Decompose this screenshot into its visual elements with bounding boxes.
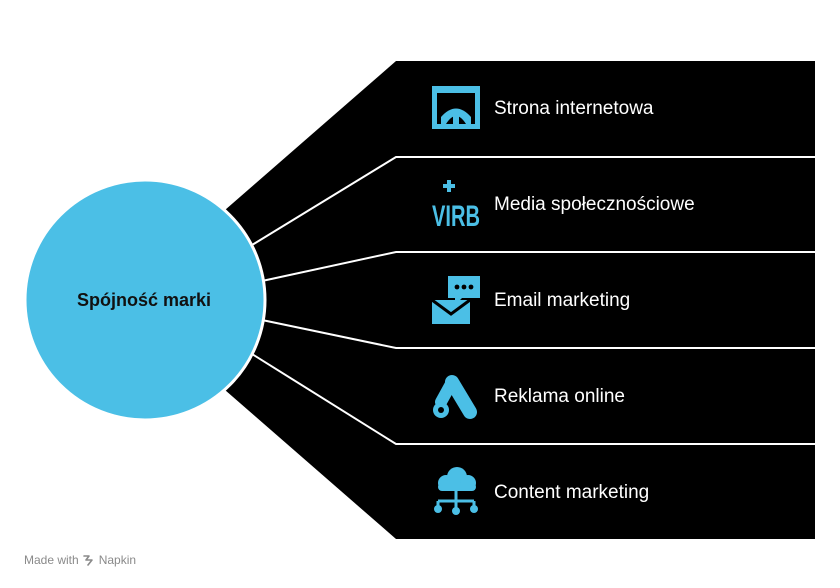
napkin-watermark[interactable]: Made with Napkin <box>24 553 136 567</box>
item-label-content-marketing: Content marketing <box>494 482 649 503</box>
fan-panel <box>225 61 815 539</box>
watermark-brand: Napkin <box>98 553 137 567</box>
item-label-social-media: Media społecznościowe <box>494 194 695 215</box>
item-label-website: Strona internetowa <box>494 98 654 119</box>
divider-4 <box>251 353 815 445</box>
segment-dividers <box>251 156 815 445</box>
virb-logo-icon: VIRB <box>432 180 480 233</box>
item-label-online-ads: Reklama online <box>494 386 625 407</box>
divider-3 <box>261 319 815 349</box>
website-icon <box>432 86 480 129</box>
watermark-prefix: Made with <box>24 553 79 567</box>
divider-2 <box>261 251 815 282</box>
cloud-network-icon <box>434 467 478 515</box>
item-label-email: Email marketing <box>494 290 630 311</box>
divider-1 <box>251 156 815 246</box>
center-label: Spójność marki <box>77 290 211 310</box>
google-ads-icon <box>433 375 477 419</box>
center-circle <box>23 178 267 422</box>
napkin-logo-icon <box>82 554 95 566</box>
email-chat-icon <box>431 276 480 324</box>
svg-text:VIRB: VIRB <box>432 200 480 233</box>
